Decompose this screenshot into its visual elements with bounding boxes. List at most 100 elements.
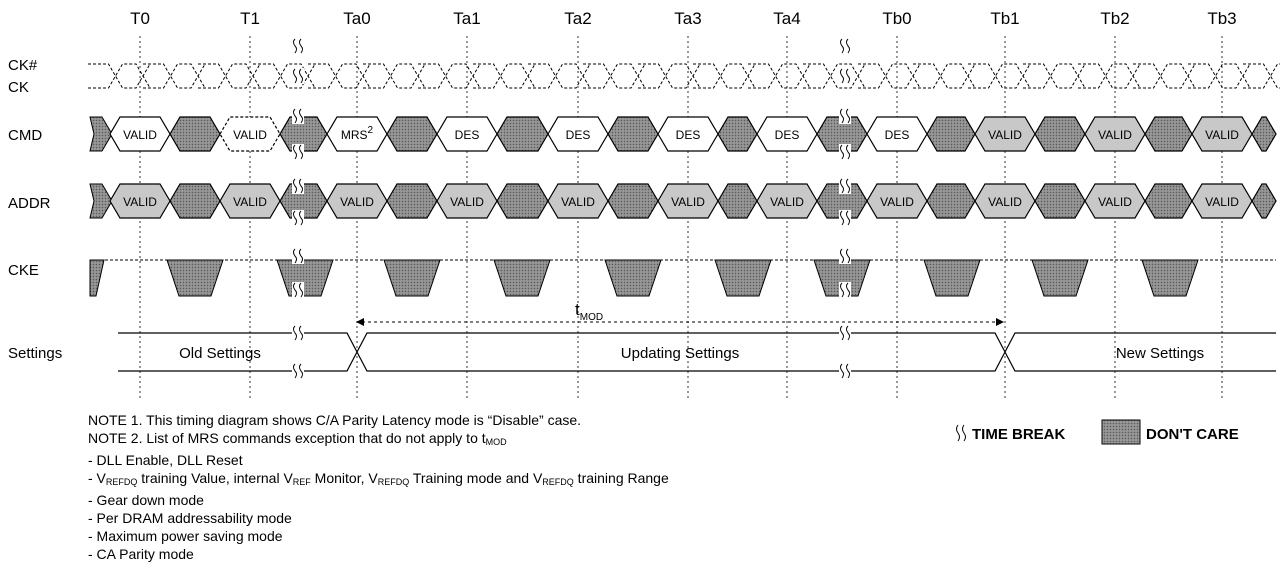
time-break-gap <box>292 282 304 298</box>
cmd-dont-care <box>1034 116 1086 152</box>
time-break-mark <box>840 282 844 298</box>
note-item-max-power: - Maximum power saving mode <box>88 528 283 544</box>
time-break-gap <box>292 68 304 84</box>
time-break-mark <box>299 38 303 54</box>
clock-label-t0: T0 <box>130 9 150 28</box>
signal-label-ck-n: CK# <box>8 57 38 74</box>
time-break-gap <box>292 38 304 54</box>
time-break-mark <box>840 325 844 341</box>
cmd-dont-care <box>169 116 221 152</box>
note-2: NOTE 2. List of MRS commands exception t… <box>88 430 507 447</box>
time-break-gap <box>292 108 304 124</box>
addr-cell-label: VALID <box>123 195 157 209</box>
time-break-gap <box>839 178 851 194</box>
cmd-cell-label: VALID <box>123 128 157 142</box>
time-break-mark <box>299 282 303 298</box>
time-break-mark <box>846 178 850 194</box>
time-break-mark <box>846 210 850 226</box>
time-break-gap <box>292 178 304 194</box>
time-break-gap <box>839 144 851 160</box>
cmd-cell-label: DES <box>676 128 701 142</box>
clock-label-tb0: Tb0 <box>882 9 911 28</box>
time-break-mark <box>840 248 844 264</box>
time-break-gap <box>839 38 851 54</box>
time-break-mark <box>293 38 297 54</box>
time-break-mark <box>299 363 303 379</box>
cmd-cell-label: DES <box>775 128 800 142</box>
cke-dont-care <box>493 259 551 297</box>
time-break-mark <box>299 144 303 160</box>
addr-cell-label: VALID <box>233 195 267 209</box>
cmd-cell-label: DES <box>885 128 910 142</box>
clock-label-ta2: Ta2 <box>564 9 591 28</box>
addr-dont-care <box>496 183 549 219</box>
addr-cell-label: VALID <box>450 195 484 209</box>
ck-line <box>88 63 1280 89</box>
time-break-mark <box>293 282 297 298</box>
time-break-mark <box>840 363 844 379</box>
addr-dont-care <box>926 183 976 219</box>
time-break-mark <box>293 178 297 194</box>
settings-bus <box>118 332 1276 372</box>
clock-label-ta3: Ta3 <box>674 9 701 28</box>
time-break-mark <box>293 144 297 160</box>
cke-dont-care <box>166 259 224 297</box>
legend: TIME BREAK DON'T CARE <box>956 419 1239 445</box>
clock-label-t1: T1 <box>240 9 260 28</box>
mrs-superscript: 2 <box>368 125 374 136</box>
settings-phase-3: New Settings <box>1116 345 1204 362</box>
note-item-ca-parity: - CA Parity mode <box>88 546 194 562</box>
addr-dont-care <box>1034 183 1086 219</box>
time-break-gap <box>839 363 851 379</box>
time-break-mark <box>293 248 297 264</box>
cmd-cell-label: MRS2 <box>341 125 374 142</box>
time-break-mark <box>846 282 850 298</box>
note-item-per-dram: - Per DRAM addressability mode <box>88 510 292 526</box>
signal-label-cmd: CMD <box>8 127 42 144</box>
signal-label-ck: CK <box>8 79 29 96</box>
time-break-gap <box>839 210 851 226</box>
legend-time-break: TIME BREAK <box>972 426 1066 443</box>
cmd-cell-label: DES <box>455 128 480 142</box>
addr-dont-care <box>89 183 113 219</box>
cmd-dont-care <box>1251 116 1277 152</box>
time-break-gap <box>839 282 851 298</box>
time-break-mark <box>293 108 297 124</box>
time-break-mark <box>840 108 844 124</box>
clock-label-tb2: Tb2 <box>1100 9 1129 28</box>
time-break-mark <box>840 38 844 54</box>
signal-label-cke: CKE <box>8 262 39 279</box>
time-break-mark <box>840 210 844 226</box>
time-breaks <box>292 38 851 379</box>
time-break-mark <box>846 248 850 264</box>
cke-dont-care <box>1141 259 1199 297</box>
ck-waveform <box>88 63 1280 89</box>
time-break-mark <box>846 363 850 379</box>
addr-cell-label: VALID <box>880 195 914 209</box>
addr-dont-care <box>386 183 438 219</box>
cmd-cell <box>219 116 281 152</box>
time-break-mark <box>299 210 303 226</box>
note-item-gear-down: - Gear down mode <box>88 492 204 508</box>
time-break-mark <box>846 144 850 160</box>
time-break-mark <box>299 68 303 84</box>
cke-dont-care <box>89 259 105 297</box>
cmd-dont-care <box>1144 116 1193 152</box>
addr-dont-care <box>607 183 659 219</box>
cke-dont-care <box>923 259 981 297</box>
time-break-mark <box>846 68 850 84</box>
time-break-mark <box>299 325 303 341</box>
cmd-cell-label: VALID <box>1205 128 1239 142</box>
cke-dont-care <box>1031 259 1089 297</box>
time-break-mark <box>293 68 297 84</box>
signal-label-settings: Settings <box>8 345 62 362</box>
time-break-gap <box>292 363 304 379</box>
time-break-gap <box>292 210 304 226</box>
cmd-cell-label: DES <box>566 128 591 142</box>
addr-cell-label: VALID <box>988 195 1022 209</box>
cmd-dont-care <box>89 116 113 152</box>
time-break-gap <box>839 248 851 264</box>
